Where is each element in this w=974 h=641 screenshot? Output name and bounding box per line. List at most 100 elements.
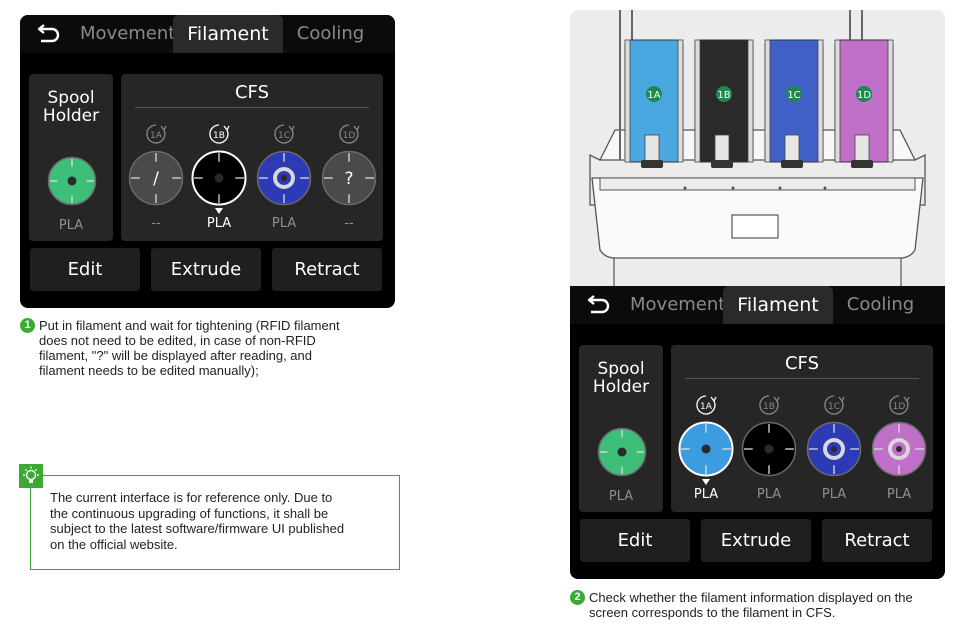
slot-label-text: 1D [857, 90, 871, 101]
note-text: The current interface is for reference o… [50, 490, 345, 552]
slot-disc[interactable] [678, 421, 734, 481]
tab-movement[interactable]: Movement [630, 294, 726, 315]
slot-id: 1B [763, 402, 775, 412]
slot-1d[interactable]: 1D ? -- [319, 122, 379, 240]
spool-holder-card[interactable]: Spool Holder PLA [29, 74, 113, 241]
slot-label-badge [646, 86, 662, 102]
tab-bar: Movement Filament Cooling [570, 286, 945, 324]
cfs-divider [135, 107, 369, 108]
back-icon[interactable] [34, 23, 62, 45]
cfs-divider [685, 378, 919, 379]
slot-number-icon: 1B [209, 124, 230, 144]
slot-type: PLA [693, 487, 719, 502]
step-2: 2 Check whether the filament information… [570, 590, 970, 626]
slot-disc[interactable] [256, 150, 312, 210]
step-1: 1 Put in filament and wait for tightenin… [20, 318, 400, 388]
svg-text:?: ? [344, 169, 353, 189]
edit-button[interactable]: Edit [580, 519, 690, 562]
spool-layer: 1A 1B 1C 1D [624, 39, 894, 168]
retract-button[interactable]: Retract [822, 519, 932, 562]
slot-type: -- [151, 216, 161, 231]
filament-disc-icon [741, 421, 797, 477]
slot-id: 1D [893, 402, 906, 412]
tab-bar: Movement Filament Cooling [20, 15, 395, 53]
slot-disc[interactable] [871, 421, 927, 481]
spool-holder-card[interactable]: Spool Holder PLA [579, 345, 663, 512]
slot-disc[interactable]: ? [321, 150, 377, 210]
tab-movement[interactable]: Movement [80, 23, 176, 44]
filament-disc-icon [678, 421, 734, 477]
slot-number-icon: 1A [696, 395, 717, 415]
slot-number-icon: 1D [889, 395, 910, 415]
slot-id: 1D [343, 131, 356, 141]
extrude-button[interactable]: Extrude [151, 248, 261, 291]
spool-1b [694, 39, 754, 168]
filament-disc-icon [191, 150, 247, 206]
tab-cooling[interactable]: Cooling [296, 23, 365, 44]
slot-label-badge [716, 86, 732, 102]
spool-1d [834, 39, 894, 168]
step-number-badge: 1 [20, 318, 35, 333]
slot-1b[interactable]: 1B PLA [189, 122, 249, 240]
cfs-illustration: 1A 1B 1C 1D [570, 10, 945, 286]
spool-holder-type: PLA [58, 218, 84, 233]
slot-disc[interactable]: / [128, 150, 184, 210]
cfs-title: CFS [234, 82, 270, 103]
slot-id: 1A [700, 402, 713, 412]
slot-label-text: 1B [717, 90, 730, 101]
spool-1c [764, 39, 824, 168]
slot-1c[interactable]: 1C PLA [254, 122, 314, 240]
back-icon[interactable] [584, 294, 612, 316]
filament-disc-icon [806, 421, 862, 477]
slot-1a[interactable]: 1A PLA [676, 393, 736, 511]
cfs-drawing: 1A 1B 1C 1D [589, 10, 926, 286]
slot-id: 1A [150, 131, 163, 141]
svg-text:/: / [153, 169, 159, 189]
filament-disc-icon: / [128, 150, 184, 206]
slot-type: PLA [821, 487, 847, 502]
retract-button[interactable]: Retract [272, 248, 382, 291]
tab-filament[interactable]: Filament [723, 286, 833, 324]
filament-disc-icon [871, 421, 927, 477]
step-2-text: Check whether the filament information d… [589, 590, 913, 620]
touch-screen-1: Movement Filament Cooling Spool Holder P… [20, 15, 395, 308]
tab-filament[interactable]: Filament [173, 15, 283, 53]
slot-disc[interactable] [741, 421, 797, 481]
spool-holder-disc[interactable] [47, 156, 97, 210]
spool-1a [624, 39, 684, 168]
slot-type: PLA [271, 216, 297, 231]
selected-arrow-icon [215, 208, 223, 214]
slot-type: PLA [206, 216, 232, 231]
slot-type: PLA [756, 487, 782, 502]
slot-number-icon: 1C [274, 124, 295, 144]
slot-id: 1C [828, 402, 840, 412]
filament-disc-icon [256, 150, 312, 206]
cfs-card: CFS 1A / -- 1B PLA 1C PLA [121, 74, 383, 241]
note-box: The current interface is for reference o… [19, 464, 400, 570]
edit-button[interactable]: Edit [30, 248, 140, 291]
selected-arrow-icon [702, 479, 710, 485]
slot-1d[interactable]: 1D PLA [869, 393, 929, 511]
cfs-title: CFS [784, 353, 820, 374]
slot-number-icon: 1B [759, 395, 780, 415]
slot-1b[interactable]: 1B PLA [739, 393, 799, 511]
slot-disc[interactable] [191, 150, 247, 210]
lightbulb-icon [19, 464, 43, 488]
slot-number-icon: 1D [339, 124, 360, 144]
slot-1c[interactable]: 1C PLA [804, 393, 864, 511]
slot-label-text: 1A [647, 90, 660, 101]
step-number-badge: 2 [570, 590, 585, 605]
slot-type: -- [344, 216, 354, 231]
extrude-button[interactable]: Extrude [701, 519, 811, 562]
tab-cooling[interactable]: Cooling [846, 294, 915, 315]
spool-holder-disc[interactable] [597, 427, 647, 481]
cfs-card: CFS 1A PLA 1B PLA 1C PLA [671, 345, 933, 512]
slot-disc[interactable] [806, 421, 862, 481]
slot-id: 1C [278, 131, 290, 141]
slot-1a[interactable]: 1A / -- [126, 122, 186, 240]
spool-holder-title: Spool Holder [42, 88, 100, 126]
filament-disc-icon: ? [321, 150, 377, 206]
slot-label-badge [856, 86, 872, 102]
filament-disc-icon [597, 427, 647, 477]
slot-number-icon: 1C [824, 395, 845, 415]
